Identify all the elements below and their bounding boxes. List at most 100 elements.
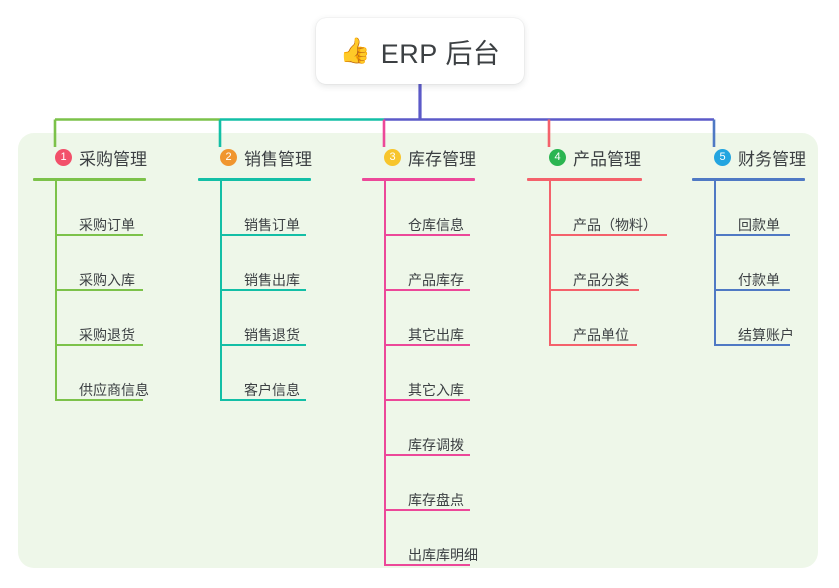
branch-item-label: 其它入库 — [408, 382, 464, 398]
branch-item-underline — [384, 564, 470, 566]
branch-column-1: 1 采购管理采购订单采购入库采购退货供应商信息 — [33, 145, 149, 401]
branch-item-underline — [55, 344, 143, 346]
branch-items: 回款单付款单结算账户 — [714, 181, 806, 346]
branch-item-label: 客户信息 — [244, 382, 300, 398]
branch-items: 销售订单销售出库销售退货客户信息 — [220, 181, 312, 401]
branch-item[interactable]: 产品单位 — [549, 291, 657, 346]
branch-item[interactable]: 产品库存 — [384, 236, 478, 291]
branch-item[interactable]: 库存盘点 — [384, 456, 478, 511]
branch-item-underline — [714, 344, 790, 346]
branch-title: 产品管理 — [573, 149, 641, 169]
branch-header-1[interactable]: 1 采购管理 — [33, 145, 149, 169]
branch-items: 采购订单采购入库采购退货供应商信息 — [55, 181, 149, 401]
branch-items: 仓库信息产品库存其它出库其它入库库存调拨库存盘点出库库明细 — [384, 181, 478, 566]
branch-item-label: 销售出库 — [244, 272, 300, 288]
branch-spine — [220, 181, 222, 401]
branch-item-underline — [384, 454, 470, 456]
branch-underline — [527, 178, 642, 181]
branch-column-4: 4 产品管理产品（物料） 产品分类产品单位 — [527, 145, 667, 346]
branch-item-label: 仓库信息 — [408, 217, 464, 233]
branch-item[interactable]: 销售退货 — [220, 291, 312, 346]
branch-item-label: 销售订单 — [244, 217, 300, 233]
branch-badge-icon: 2 — [220, 148, 237, 166]
branch-column-2: 2 销售管理销售订单销售出库销售退货客户信息 — [198, 145, 312, 401]
branch-underline — [198, 178, 311, 181]
branch-item-label: 供应商信息 — [79, 382, 149, 398]
branch-item-underline — [384, 399, 470, 401]
branch-item-label: 采购订单 — [79, 217, 135, 233]
branch-item[interactable]: 仓库信息 — [384, 181, 478, 236]
branch-item-label: 产品库存 — [408, 272, 464, 288]
branch-item-label: 采购入库 — [79, 272, 135, 288]
branch-item[interactable]: 其它出库 — [384, 291, 478, 346]
branch-title: 销售管理 — [244, 149, 312, 169]
branch-spine — [55, 181, 57, 401]
root-title: ERP 后台 — [380, 38, 501, 69]
branch-item[interactable]: 销售出库 — [220, 236, 312, 291]
branch-item-underline — [384, 344, 470, 346]
branch-item-label: 采购退货 — [79, 327, 135, 343]
branch-title: 库存管理 — [408, 149, 476, 169]
branch-item[interactable]: 客户信息 — [220, 346, 312, 401]
branch-item-underline — [549, 344, 637, 346]
branch-item-label: 其它出库 — [408, 327, 464, 343]
branches-panel — [18, 133, 818, 568]
branch-item-underline — [384, 289, 470, 291]
branch-underline — [692, 178, 805, 181]
branch-item[interactable]: 采购退货 — [55, 291, 149, 346]
branch-spine — [549, 181, 551, 346]
root-node[interactable]: 👍 ERP 后台 — [316, 18, 524, 84]
branch-item[interactable]: 采购订单 — [55, 181, 149, 236]
branch-header-4[interactable]: 4 产品管理 — [527, 145, 657, 169]
branch-header-2[interactable]: 2 销售管理 — [198, 145, 312, 169]
branch-badge-icon: 1 — [55, 148, 72, 166]
branch-item-underline — [714, 234, 790, 236]
branch-item[interactable]: 产品分类 — [549, 236, 657, 291]
branch-spine — [714, 181, 716, 346]
branch-item-underline — [220, 289, 306, 291]
branch-badge-icon: 5 — [714, 148, 731, 166]
branch-column-3: 3 库存管理仓库信息产品库存其它出库其它入库库存调拨库存盘点出库库明细 — [362, 145, 478, 566]
branch-badge-icon: 3 — [384, 148, 401, 166]
branch-underline — [33, 178, 146, 181]
branch-item-underline — [549, 289, 639, 291]
branch-item[interactable]: 出库库明细 — [384, 511, 478, 566]
branch-item-underline — [384, 509, 470, 511]
branch-item[interactable]: 采购入库 — [55, 236, 149, 291]
branch-underline — [362, 178, 475, 181]
branch-item[interactable]: 回款单 — [714, 181, 806, 236]
branch-item-label: 回款单 — [738, 217, 780, 233]
branch-item-label: 销售退货 — [244, 327, 300, 343]
branch-item[interactable]: 其它入库 — [384, 346, 478, 401]
branch-item-label: 出库库明细 — [408, 547, 478, 563]
branch-item[interactable]: 付款单 — [714, 236, 806, 291]
branch-item-underline — [220, 234, 306, 236]
branch-item-underline — [55, 289, 143, 291]
branch-item-underline — [549, 234, 667, 236]
branch-item-underline — [220, 344, 306, 346]
branch-badge-icon: 4 — [549, 148, 566, 166]
branch-item[interactable]: 库存调拨 — [384, 401, 478, 456]
branch-item-underline — [220, 399, 306, 401]
branch-item-label: 结算账户 — [738, 327, 794, 343]
branch-item[interactable]: 结算账户 — [714, 291, 806, 346]
branch-item[interactable]: 销售订单 — [220, 181, 312, 236]
branch-item[interactable]: 产品（物料） — [549, 181, 667, 236]
branch-item[interactable]: 供应商信息 — [55, 346, 149, 401]
branch-spine — [384, 181, 386, 566]
branch-item-label: 产品单位 — [573, 327, 629, 343]
branch-item-label: 产品（物料） — [573, 217, 657, 233]
thumbs-up-icon: 👍 — [339, 36, 371, 65]
branch-item-underline — [55, 234, 143, 236]
branch-header-3[interactable]: 3 库存管理 — [362, 145, 478, 169]
branch-item-label: 库存调拨 — [408, 437, 464, 453]
branch-item-label: 产品分类 — [573, 272, 629, 288]
branch-items: 产品（物料） 产品分类产品单位 — [549, 181, 667, 346]
branch-item-underline — [384, 234, 470, 236]
branch-title: 采购管理 — [79, 149, 147, 169]
branch-item-underline — [55, 399, 143, 401]
branch-item-label: 库存盘点 — [408, 492, 464, 508]
